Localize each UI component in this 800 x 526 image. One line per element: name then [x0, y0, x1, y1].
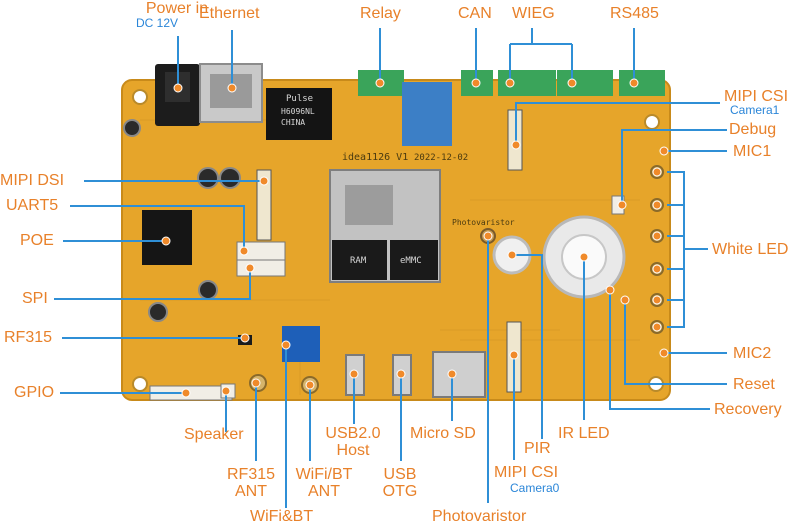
label-usb-otg-l1: USB	[383, 466, 417, 483]
label-mipi-csi-bottom-sub: Camera0	[510, 481, 560, 495]
silk-pulse-part: H6096NL	[281, 107, 315, 116]
spi-connector	[236, 259, 286, 277]
label-pir: PIR	[524, 440, 551, 457]
micro-sd-slot	[432, 351, 486, 398]
pulse-transformer	[266, 88, 332, 140]
mipi-dsi-connector	[256, 169, 272, 241]
capacitors	[123, 119, 241, 322]
ram-chip	[332, 240, 387, 280]
silk-board-name: idea1126 V1	[342, 152, 409, 163]
silk-pulse-brand: Pulse	[286, 94, 314, 104]
silk-emmc: eMMC	[400, 256, 422, 266]
label-micro-sd: Micro SD	[410, 425, 476, 442]
silk-photovaristor: Photovaristor	[452, 218, 515, 227]
silk-ram: RAM	[350, 256, 367, 266]
label-ir-led: IR LED	[558, 425, 610, 442]
label-power-in: Power in	[145, 0, 209, 17]
label-rs485: RS485	[610, 5, 659, 22]
label-rf315-ant-l1: RF315	[226, 466, 276, 483]
silk-board-date: 2022-12-02	[414, 153, 469, 163]
label-mic1: MIC1	[733, 143, 772, 160]
label-wieg: WIEG	[512, 5, 555, 22]
leader-dots	[161, 78, 669, 398]
label-photovaristor: Photovaristor	[432, 508, 527, 525]
label-usb-host-l1: USB2.0	[325, 425, 381, 442]
label-wifibt: WiFi&BT	[250, 508, 314, 525]
relay-body	[402, 82, 452, 146]
silk-pulse-origin: CHINA	[281, 118, 306, 127]
label-mipi-dsi: MIPI DSI	[0, 172, 65, 189]
label-usb-otg-l2: OTG	[382, 483, 418, 500]
label-mipi-csi-top-sub: Camera1	[730, 103, 780, 117]
label-can: CAN	[458, 5, 492, 22]
label-mipi-csi-top: MIPI CSI	[724, 88, 789, 105]
label-ethernet: Ethernet	[199, 5, 260, 22]
wieg-terminal-2	[557, 70, 613, 96]
rs485-terminal	[619, 70, 665, 96]
label-rf315: RF315	[4, 329, 53, 346]
label-white-led: White LED	[712, 241, 789, 258]
label-rf315-ant-l2: ANT	[235, 483, 267, 500]
label-gpio: GPIO	[14, 384, 55, 401]
label-usb-host-l2: Host	[336, 442, 370, 459]
label-wifibt-ant-l1: WiFi/BT	[295, 466, 353, 483]
leader-lines	[54, 28, 727, 508]
label-mic2: MIC2	[733, 345, 772, 362]
label-wifibt-ant-l2: ANT	[308, 483, 340, 500]
label-spi: SPI	[22, 290, 48, 307]
label-speaker: Speaker	[184, 426, 244, 443]
label-poe: POE	[20, 232, 54, 249]
label-relay: Relay	[360, 5, 401, 22]
emmc-chip	[390, 240, 438, 280]
label-reset: Reset	[733, 376, 775, 393]
label-mipi-csi-bottom: MIPI CSI	[494, 464, 559, 481]
label-debug: Debug	[729, 121, 777, 138]
label-uart5: UART5	[6, 197, 59, 214]
label-recovery: Recovery	[714, 401, 782, 418]
label-power-in-sub: DC 12V	[136, 16, 179, 30]
